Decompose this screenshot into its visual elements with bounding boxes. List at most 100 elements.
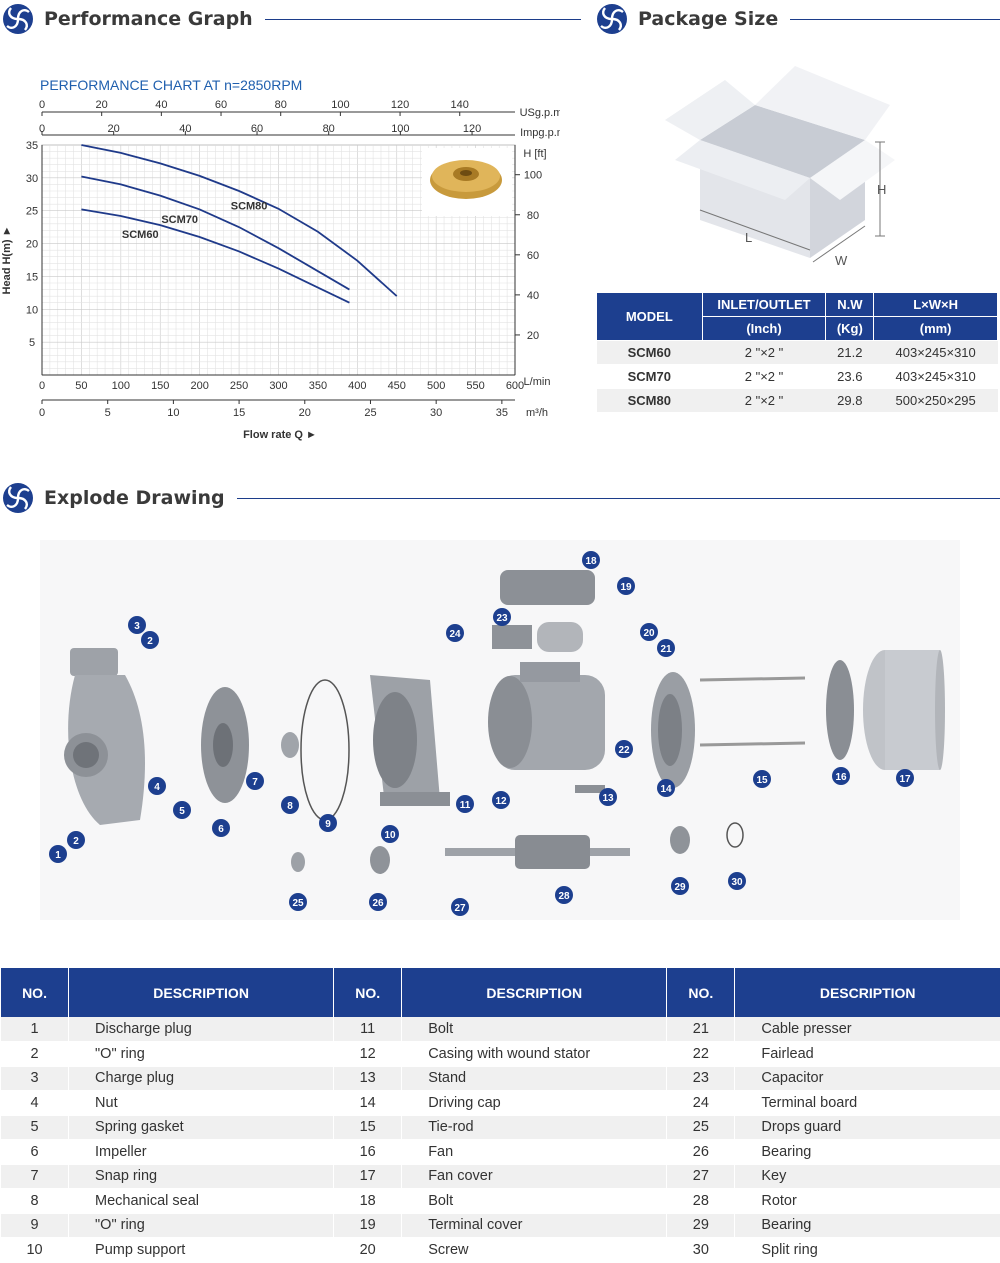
- callout-marker: 4: [148, 777, 166, 795]
- pump-support-part: [370, 675, 450, 806]
- callout-number: 15: [756, 775, 768, 786]
- cell-dims: 403×245×310: [873, 340, 998, 365]
- part-number: 30: [666, 1237, 735, 1263]
- m3h-tick-label: 25: [364, 407, 376, 419]
- col-unit-nw: (Kg): [825, 316, 875, 341]
- callout-circle: [246, 772, 264, 790]
- part-number: 25: [666, 1115, 735, 1140]
- part-number: 16: [333, 1139, 402, 1165]
- x-tick-label: 450: [388, 380, 406, 392]
- x-tick-label: 600: [506, 380, 524, 392]
- m3h-tick-label: 15: [233, 407, 245, 419]
- part-number: 10: [0, 1237, 69, 1263]
- cell-dims: 500×250×295: [873, 388, 998, 413]
- part-number: 5: [0, 1115, 69, 1140]
- parts-description-table: NO. DESCRIPTION NO. DESCRIPTION NO. DESC…: [0, 968, 1000, 1263]
- part-description: Capacitor: [734, 1066, 1000, 1091]
- col-header-dims: L×W×H: [873, 292, 998, 317]
- part-number: 20: [333, 1237, 402, 1263]
- y-tick-label: 20: [26, 239, 38, 251]
- callout-number: 28: [558, 891, 570, 902]
- ft-tick-label: 40: [527, 290, 539, 302]
- motor-casing-part: [488, 662, 605, 770]
- cell-dims: 403×245×310: [873, 364, 998, 389]
- callout-circle: [657, 639, 675, 657]
- callout-number: 12: [495, 796, 507, 807]
- callout-marker: 19: [617, 577, 635, 595]
- part-number: 23: [666, 1066, 735, 1091]
- callout-marker: 2: [67, 831, 85, 849]
- part-number: 8: [0, 1188, 69, 1214]
- part-number: 15: [333, 1115, 402, 1140]
- callout-number: 23: [496, 613, 508, 624]
- part-number: 26: [666, 1139, 735, 1165]
- table-row: SCM80 2 "×2 " 29.8 500×250×295: [596, 388, 998, 413]
- impgpm-tick-label: 80: [323, 123, 335, 135]
- y-tick-label: 35: [26, 140, 38, 152]
- y-tick-label: 25: [26, 206, 38, 218]
- fan-cover-part: [863, 650, 945, 770]
- x-tick-label: 0: [39, 380, 45, 392]
- callout-circle: [456, 795, 474, 813]
- col-header-inlet: INLET/OUTLET: [701, 292, 827, 317]
- col-header-description: DESCRIPTION: [68, 968, 334, 1017]
- part-description: "O" ring: [68, 1213, 334, 1238]
- part-description: Charge plug: [68, 1066, 334, 1091]
- callout-circle: [599, 788, 617, 806]
- split-ring-part: [726, 822, 744, 848]
- callout-circle: [493, 608, 511, 626]
- part-number: 12: [333, 1041, 402, 1067]
- fan-part: [826, 660, 854, 760]
- x-tick-label: 550: [466, 380, 484, 392]
- callout-circle: [173, 801, 191, 819]
- ft-tick-label: 100: [524, 170, 542, 182]
- callout-marker: 20: [640, 623, 658, 641]
- usgpm-tick-label: 40: [155, 99, 167, 111]
- callout-number: 11: [460, 800, 471, 811]
- series-label-scm80: SCM80: [231, 200, 268, 212]
- cell-nw: 23.6: [825, 364, 874, 389]
- callout-circle: [896, 769, 914, 787]
- col-header-description: DESCRIPTION: [401, 968, 667, 1017]
- divider: [236, 497, 1000, 499]
- part-description: Fan: [401, 1139, 667, 1165]
- divider: [264, 18, 581, 20]
- y-tick-label: 15: [26, 271, 38, 283]
- y-tick-label: 5: [29, 337, 35, 349]
- callout-number: 20: [643, 628, 655, 639]
- callout-circle: [492, 791, 510, 809]
- callout-marker: 14: [657, 779, 675, 797]
- series-label-scm60: SCM60: [122, 229, 159, 241]
- callout-marker: 21: [657, 639, 675, 657]
- m3h-tick-label: 5: [105, 407, 111, 419]
- callout-marker: 10: [381, 825, 399, 843]
- part-description: Mechanical seal: [68, 1188, 334, 1214]
- divider: [790, 18, 1000, 20]
- callout-circle: [832, 767, 850, 785]
- part-number: 14: [333, 1090, 402, 1116]
- callout-marker: 2: [141, 631, 159, 649]
- callout-number: 30: [731, 877, 743, 888]
- terminal-board-part: [492, 625, 532, 649]
- callout-marker: 25: [289, 893, 307, 911]
- col-header-no: NO.: [666, 968, 735, 1017]
- part-description: Tie-rod: [401, 1115, 667, 1140]
- brand-logo-icon: [3, 483, 33, 513]
- callout-marker: 12: [492, 791, 510, 809]
- callout-number: 19: [620, 582, 632, 593]
- callout-circle: [49, 845, 67, 863]
- impeller-part: [201, 687, 249, 803]
- part-description: Key: [734, 1164, 1000, 1189]
- part-number: 11: [333, 1017, 402, 1042]
- box-length-label: L: [745, 230, 752, 245]
- callout-number: 24: [449, 629, 461, 640]
- rotor-part: [445, 835, 630, 869]
- callout-circle: [381, 825, 399, 843]
